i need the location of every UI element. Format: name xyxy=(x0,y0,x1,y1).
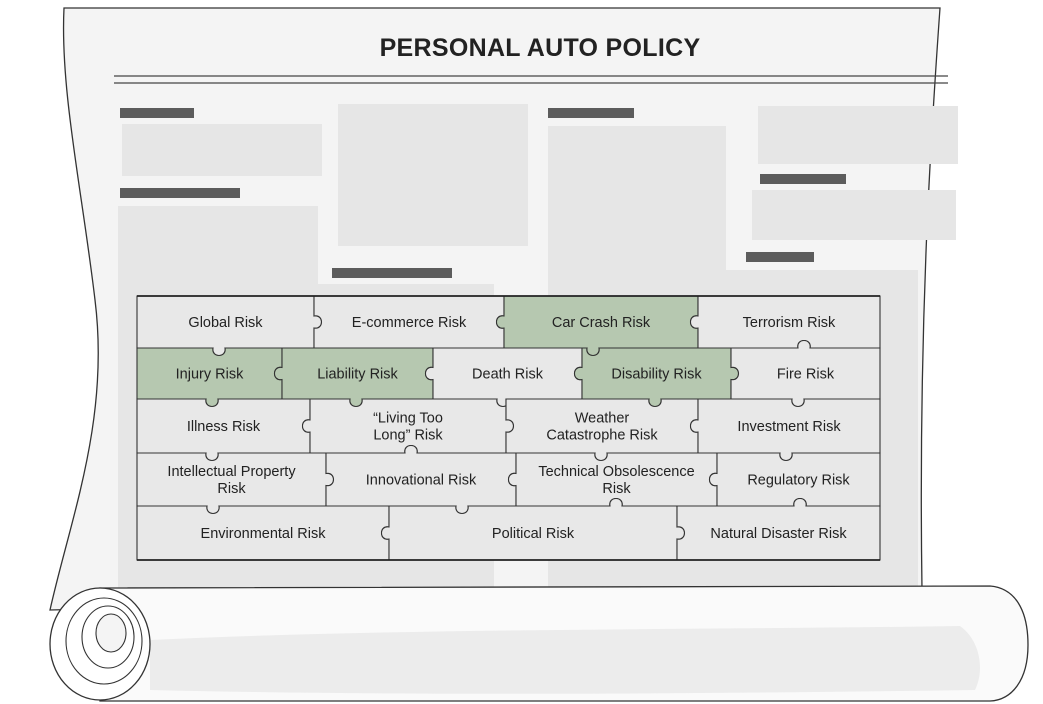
risk-label: Liability Risk xyxy=(317,367,398,383)
scroll-roll xyxy=(49,585,1029,702)
heading-bar xyxy=(332,268,452,278)
placeholder-block xyxy=(122,124,322,176)
policy-title: PERSONAL AUTO POLICY xyxy=(380,34,701,62)
heading-bar xyxy=(120,108,194,118)
risk-label: Catastrophe Risk xyxy=(546,428,658,444)
risk-label: Global Risk xyxy=(188,315,263,331)
scroll-spiral-ring xyxy=(81,605,135,669)
risk-label: Death Risk xyxy=(472,367,544,383)
risk-label: Risk xyxy=(217,481,246,497)
risk-label: Illness Risk xyxy=(187,419,261,435)
heading-bar xyxy=(746,252,814,262)
risk-label: Fire Risk xyxy=(777,367,835,383)
risk-label: Environmental Risk xyxy=(201,526,327,542)
risk-label: Long” Risk xyxy=(373,428,443,444)
heading-bar xyxy=(548,108,634,118)
placeholder-heading-bars xyxy=(120,108,846,278)
risk-label: Natural Disaster Risk xyxy=(710,526,847,542)
placeholder-block xyxy=(752,190,956,240)
risk-label: “Living Too xyxy=(373,411,443,427)
placeholder-block xyxy=(758,106,958,164)
risk-label: Intellectual Property xyxy=(167,464,296,480)
risk-puzzle-grid: Global Risk E-commerce Risk Car Crash Risk… xyxy=(136,295,881,561)
scroll-spiral-ring xyxy=(95,613,127,653)
risk-label: Injury Risk xyxy=(176,367,244,383)
risk-label: Weather xyxy=(575,411,630,427)
risk-label: Terrorism Risk xyxy=(743,315,836,331)
risk-label: Regulatory Risk xyxy=(747,473,850,489)
risk-label: Technical Obsolescence xyxy=(538,464,694,480)
risk-label: Political Risk xyxy=(492,526,575,542)
risk-label: Innovational Risk xyxy=(366,473,477,489)
risk-label: Disability Risk xyxy=(611,367,702,383)
scroll-roll-shading xyxy=(150,626,980,694)
risk-label: Car Crash Risk xyxy=(552,315,651,331)
heading-bar xyxy=(760,174,846,184)
placeholder-block xyxy=(338,104,528,246)
risk-label: Risk xyxy=(602,481,631,497)
risk-label: Investment Risk xyxy=(737,419,841,435)
risk-label: E-commerce Risk xyxy=(352,315,467,331)
scroll-spiral-ring xyxy=(65,597,143,685)
heading-bar xyxy=(120,188,240,198)
